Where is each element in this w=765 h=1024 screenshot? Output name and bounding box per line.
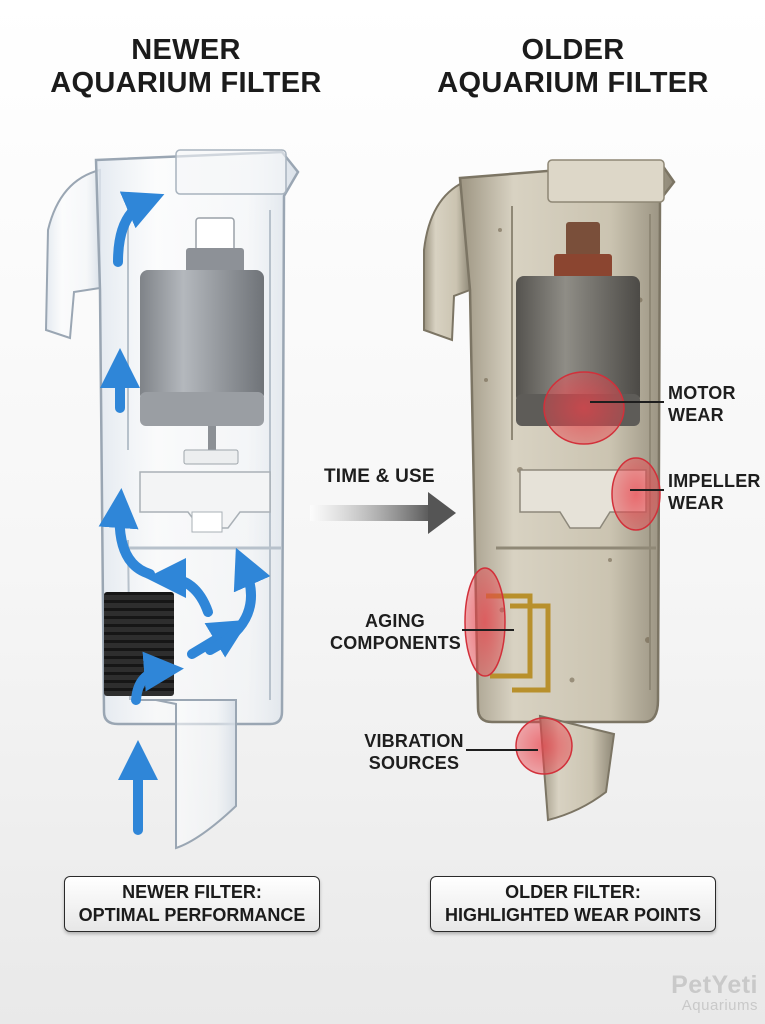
older-caption-line1: OLDER FILTER: — [505, 882, 641, 902]
older-aged-clamp — [486, 593, 551, 693]
newer-motor — [140, 270, 264, 402]
older-motor-cap — [566, 222, 600, 256]
impeller-wear-line2: WEAR — [668, 493, 724, 513]
aging-components-highlight — [464, 567, 506, 677]
vibration-highlight — [515, 717, 573, 775]
motor-wear-line2: WEAR — [668, 405, 724, 425]
newer-filter-caption: NEWER FILTER: OPTIMAL PERFORMANCE — [64, 876, 320, 932]
motor-wear-label: MOTOR WEAR — [668, 382, 736, 426]
aging-line1: AGING — [364, 611, 425, 631]
older-outlet-spout — [423, 180, 472, 342]
newer-filter-illustration — [44, 149, 300, 850]
brand-name: PetYeti — [671, 971, 758, 999]
motor-wear-line1: MOTOR — [668, 383, 736, 403]
vibration-line2: SOURCES — [368, 753, 460, 773]
older-filter-illustration — [423, 159, 676, 822]
newer-outlet-spout — [44, 168, 101, 340]
newer-caption-line1: NEWER FILTER: — [122, 882, 262, 902]
newer-intake-tube — [155, 699, 237, 850]
newer-motor-cap — [195, 217, 235, 253]
older-motor — [516, 276, 640, 404]
newer-caption-line2: OPTIMAL PERFORMANCE — [78, 905, 306, 925]
older-filter-title: OLDER AQUARIUM FILTER — [403, 34, 743, 100]
transition-label: TIME & USE — [324, 466, 435, 487]
aging-components-label: AGING COMPONENTS — [330, 610, 462, 654]
brand-subtitle: Aquariums — [681, 997, 758, 1014]
newer-filter-title: NEWER AQUARIUM FILTER — [16, 34, 356, 100]
right-arrow-icon — [310, 492, 456, 534]
older-caption-line2: HIGHLIGHTED WEAR POINTS — [445, 905, 701, 925]
motor-wear-highlight — [543, 371, 625, 445]
newer-impeller — [139, 471, 271, 529]
aging-line2: COMPONENTS — [330, 633, 462, 653]
vibration-line1: VIBRATION — [364, 731, 464, 751]
newer-motor-collar — [186, 248, 244, 274]
older-title-line2: AQUARIUM FILTER — [437, 67, 709, 99]
vibration-sources-label: VIBRATION SOURCES — [362, 730, 466, 774]
newer-impeller-hub — [183, 449, 239, 465]
older-title-line1: OLDER — [521, 34, 625, 66]
newer-title-line2: AQUARIUM FILTER — [50, 67, 322, 99]
impeller-wear-line1: IMPELLER — [668, 471, 761, 491]
brand-watermark: PetYeti Aquariums — [648, 972, 758, 1014]
impeller-wear-highlight — [611, 457, 661, 531]
older-filter-caption: OLDER FILTER: HIGHLIGHTED WEAR POINTS — [430, 876, 716, 932]
water-flow-arrow-icon — [98, 191, 271, 835]
newer-title-line1: NEWER — [131, 34, 241, 66]
impeller-wear-label: IMPELLER WEAR — [668, 470, 761, 514]
